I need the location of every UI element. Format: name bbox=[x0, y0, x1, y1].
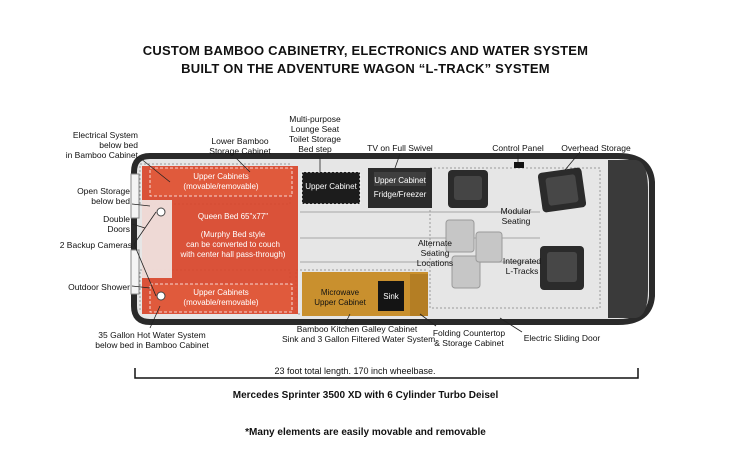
upper-cabinets-top bbox=[149, 167, 293, 197]
rear-door-left bbox=[130, 173, 140, 219]
zone-upper-cabinets-top: Upper Cabinets(movable/removable) bbox=[183, 172, 259, 191]
modular-seats bbox=[448, 167, 587, 290]
upper-cabinets-bottom bbox=[149, 283, 293, 313]
length-bracket bbox=[134, 368, 639, 379]
folding-countertop bbox=[410, 274, 428, 316]
leader-lines bbox=[131, 151, 581, 333]
zone-upper-cabinet: Upper Cabinet bbox=[305, 182, 357, 191]
zone-upper-cabinets-bottom: Upper Cabinets(movable/removable) bbox=[183, 288, 259, 307]
bamboo-galley bbox=[302, 272, 428, 316]
zone-sink: Sink bbox=[383, 292, 399, 301]
sink bbox=[378, 281, 404, 311]
callout-overhead-storage: Overhead Storage bbox=[561, 143, 631, 153]
callout-control-panel: Control Panel bbox=[492, 143, 544, 153]
callout-sliding-door: Electric Sliding Door bbox=[523, 333, 601, 343]
callout-outdoor-shower: Outdoor Shower bbox=[68, 282, 130, 292]
callout-folding-countertop: Folding Countertop& Storage Cabinet bbox=[432, 328, 506, 348]
control-panel bbox=[514, 162, 524, 168]
movable-note: *Many elements are easily movable and re… bbox=[245, 427, 486, 438]
alternate-seats bbox=[445, 219, 503, 289]
van-cab bbox=[608, 160, 648, 318]
rear-door-right bbox=[130, 249, 140, 295]
callout-tv: TV on Full Swivel bbox=[367, 143, 433, 153]
backup-camera-2 bbox=[156, 291, 166, 301]
page-subtitle: BUILT ON THE ADVENTURE WAGON “L-TRACK” S… bbox=[181, 61, 550, 76]
page-title: CUSTOM BAMBOO CABINETRY, ELECTRONICS AND… bbox=[142, 43, 589, 58]
callout-backup-cameras: 2 Backup Cameras bbox=[59, 240, 132, 250]
backup-camera-1 bbox=[156, 207, 166, 217]
vehicle-note: Mercedes Sprinter 3500 XD with 6 Cylinde… bbox=[232, 390, 499, 401]
upper-cabinet-black bbox=[301, 171, 361, 205]
length-note: 23 foot total length. 170 inch wheelbase… bbox=[274, 366, 436, 376]
